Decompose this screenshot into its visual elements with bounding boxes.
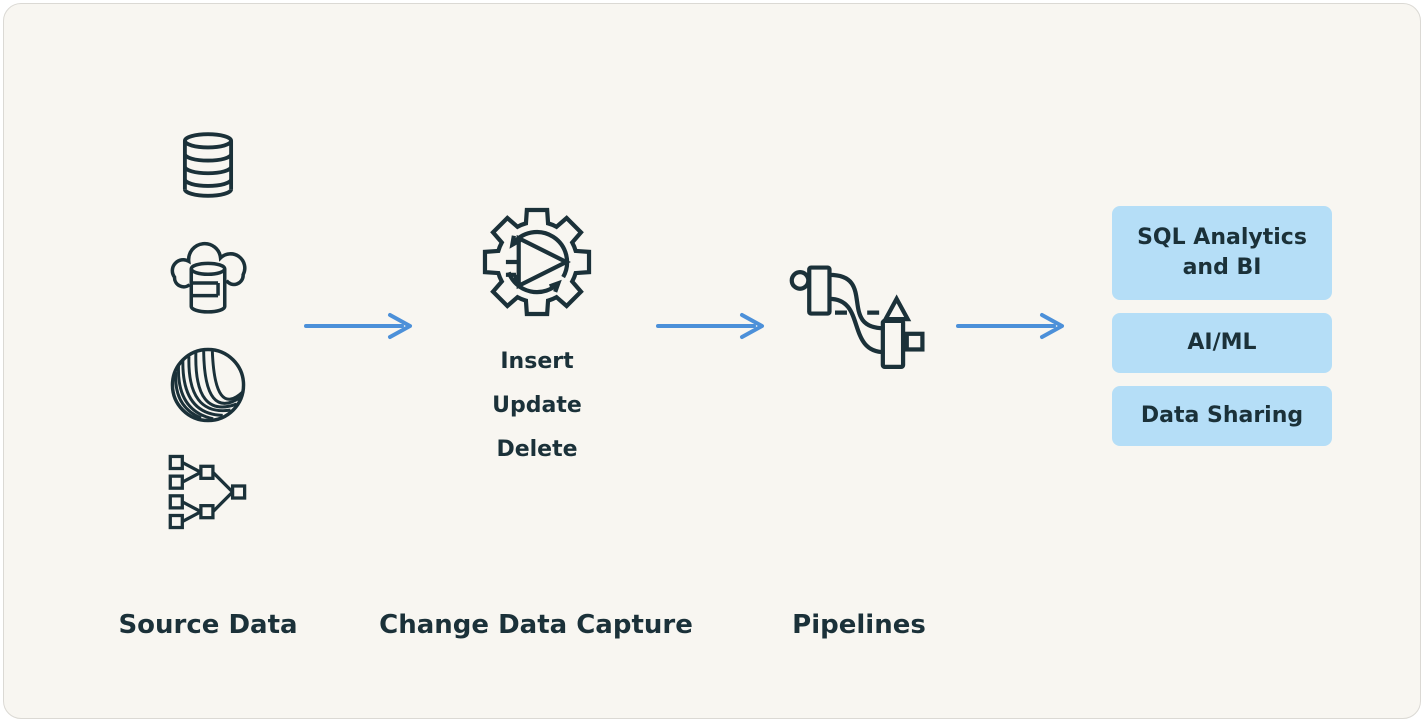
output-box-ai-ml: AI/ML bbox=[1112, 313, 1332, 373]
cdc-operation-delete: Delete bbox=[496, 437, 578, 462]
cdc-gear-icon bbox=[473, 198, 601, 326]
stage-label-pipelines: Pipelines bbox=[792, 610, 926, 640]
flow-arrow-2 bbox=[656, 312, 768, 340]
cloud-database-icon bbox=[166, 237, 250, 314]
diagram-card: Source Data Insert Update Delete Change … bbox=[3, 3, 1421, 719]
output-box-sql-analytics-bi: SQL Analytics and BI bbox=[1112, 206, 1332, 300]
stage-label-source-data: Source Data bbox=[118, 610, 298, 640]
flow-arrow-1 bbox=[304, 312, 416, 340]
pipeline-icon bbox=[789, 260, 927, 380]
flow-arrow-3 bbox=[956, 312, 1068, 340]
merge-tree-icon bbox=[167, 453, 249, 531]
stage-label-change-data-capture: Change Data Capture bbox=[379, 610, 693, 640]
database-stack-icon bbox=[175, 132, 241, 198]
striped-sphere-icon bbox=[169, 346, 247, 424]
cdc-operations: Insert Update Delete bbox=[492, 340, 582, 472]
output-box-data-sharing: Data Sharing bbox=[1112, 386, 1332, 446]
cdc-operation-update: Update bbox=[492, 393, 582, 418]
cdc-operation-insert: Insert bbox=[500, 349, 574, 374]
